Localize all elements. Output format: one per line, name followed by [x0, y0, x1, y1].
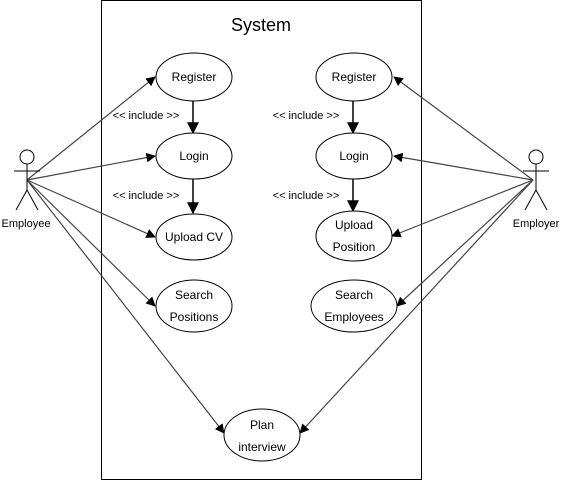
- use-case-label: Upload CV: [165, 230, 223, 244]
- actor-employer[interactable]: [523, 149, 549, 211]
- use-case-login-left[interactable]: Login: [155, 132, 233, 180]
- actor-leg-right: [535, 189, 548, 211]
- include-label-2: << include >>: [113, 190, 180, 202]
- actor-head: [19, 149, 35, 165]
- use-case-upload-cv[interactable]: Upload CV: [155, 213, 233, 261]
- system-title: System: [231, 15, 291, 35]
- actor-head: [528, 149, 544, 165]
- use-case-label-line2: Employees: [324, 310, 383, 324]
- actor-employee[interactable]: [14, 149, 40, 211]
- use-case-label-line1: Search: [335, 288, 373, 302]
- assoc-employer-plan-interview: [299, 179, 534, 434]
- assoc-employer-search-employees: [396, 179, 534, 307]
- use-case-label-line2: Positions: [170, 310, 219, 324]
- assoc-employer-login: [393, 152, 534, 181]
- actor-employer-label: Employer: [513, 218, 560, 230]
- use-case-search-positions[interactable]: Search Positions: [155, 279, 233, 333]
- use-case-register-left[interactable]: Register: [155, 52, 233, 102]
- use-case-label-line1: Upload: [335, 218, 373, 232]
- use-case-label-line2: Position: [333, 240, 376, 254]
- use-case-label: Register: [332, 70, 377, 84]
- actor-leg-left: [15, 189, 28, 211]
- include-label-3: << include >>: [273, 110, 340, 122]
- use-case-label: Login: [179, 149, 208, 163]
- include-label-4: << include >>: [273, 190, 340, 202]
- assoc-employee-login: [26, 152, 156, 181]
- employee-associations: [26, 76, 225, 434]
- use-case-login-right[interactable]: Login: [315, 132, 393, 180]
- employer-associations: [299, 76, 534, 434]
- use-case-label-line1: Search: [175, 288, 213, 302]
- use-case-label: Register: [172, 70, 217, 84]
- actor-leg-right: [26, 189, 39, 211]
- actor-leg-left: [524, 189, 537, 211]
- assoc-employee-search-positions: [26, 179, 156, 307]
- use-case-label: Login: [339, 149, 368, 163]
- assoc-employee-plan-interview: [26, 179, 225, 434]
- use-case-label-line2: interview: [238, 440, 286, 454]
- use-case-label-line1: Plan: [250, 418, 274, 432]
- use-case-plan-interview[interactable]: Plan interview: [223, 408, 301, 462]
- use-case-search-employees[interactable]: Search Employees: [310, 279, 398, 333]
- use-case-register-right[interactable]: Register: [315, 52, 393, 102]
- use-case-upload-position[interactable]: Upload Position: [315, 210, 393, 262]
- assoc-employee-register: [26, 76, 156, 181]
- actor-employee-label: Employee: [2, 218, 51, 230]
- include-label-1: << include >>: [113, 110, 180, 122]
- assoc-employer-register: [393, 76, 534, 181]
- assoc-employee-upload-cv: [26, 179, 156, 238]
- assoc-employer-upload-position: [391, 179, 534, 238]
- system-boundary: [101, 0, 422, 480]
